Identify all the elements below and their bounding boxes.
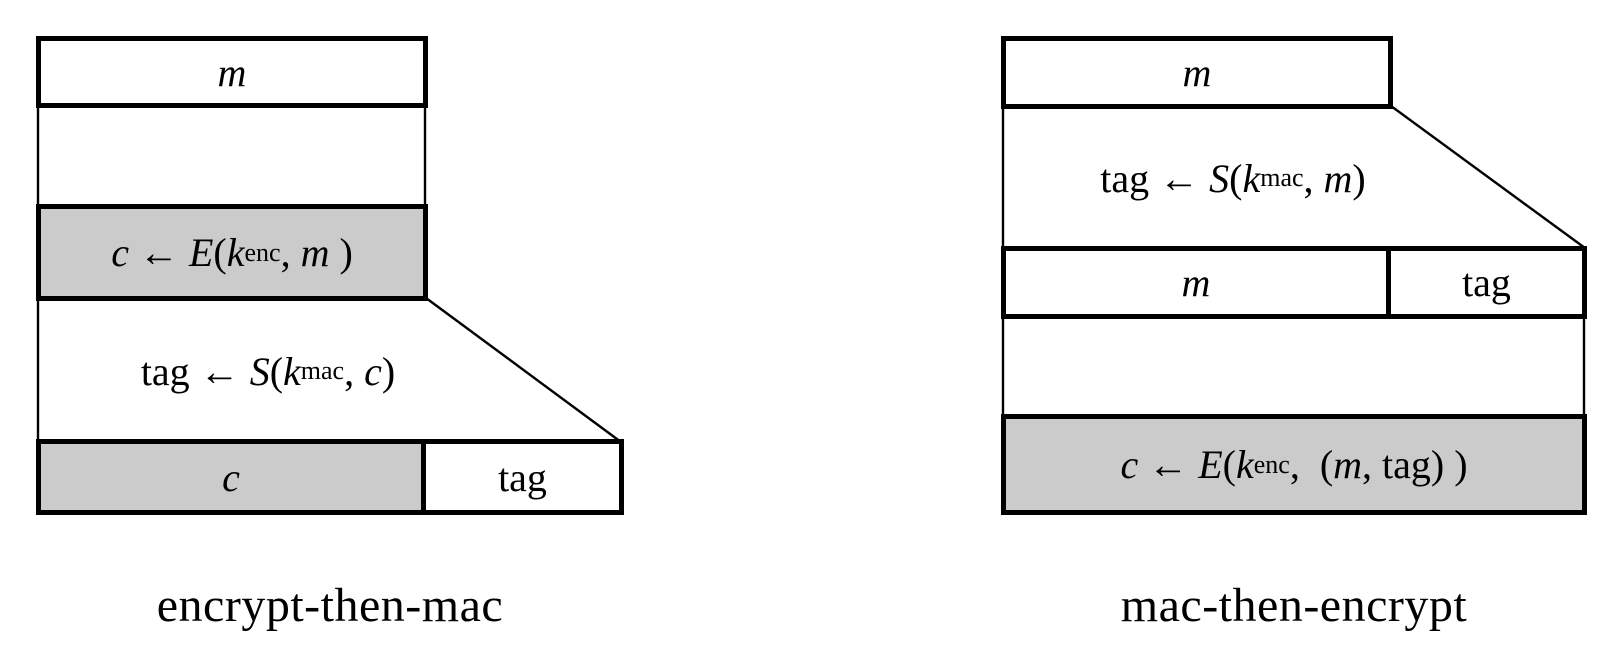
left-message-label: m [217,49,247,95]
right-diagram-caption: mac-then-encrypt [1120,579,1468,632]
left-message-box: m [36,36,428,108]
left-output-row: c tag [36,439,624,515]
right-message-label: m [1182,50,1212,95]
right-mid-message-cell: m [1006,251,1391,314]
left-output-ciphertext-cell: c [41,444,426,510]
right-mid-tag-cell: tag [1391,251,1582,314]
left-output-tag-label: tag [498,454,547,500]
right-mid-message-label: m [1181,260,1211,305]
right-mid-tag-label: tag [1462,260,1511,305]
left-diagram-caption: encrypt-then-mac [156,579,504,632]
right-mid-row: m tag [1001,246,1587,319]
left-output-tag-cell: tag [426,444,619,510]
left-output-ciphertext-label: c [222,454,240,500]
right-message-box: m [1001,36,1393,109]
